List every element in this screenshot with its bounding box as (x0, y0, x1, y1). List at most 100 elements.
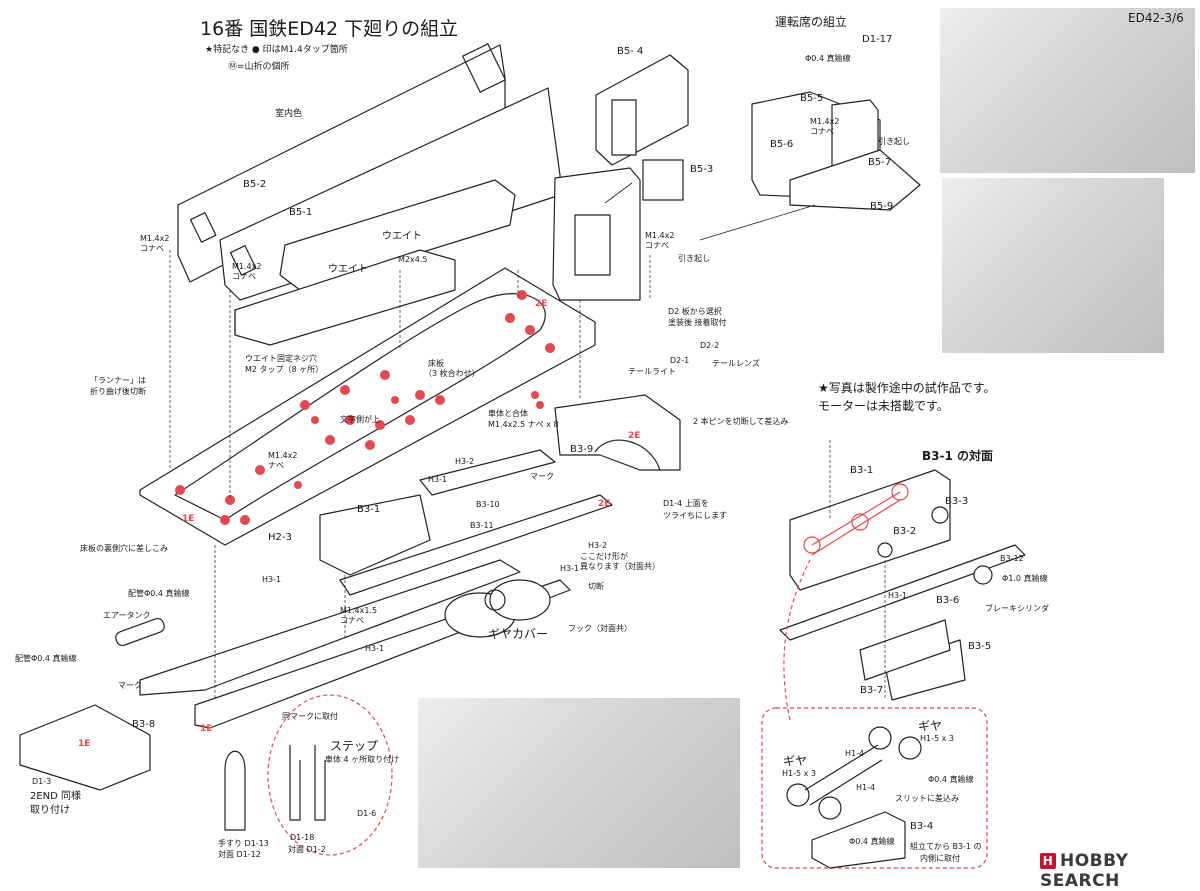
label-brake: ブレーキシリンダ (985, 604, 1049, 613)
label-m14-d: M1.4x2 (810, 117, 840, 126)
label-m14-c2: コナベ (645, 241, 669, 250)
label-h1-5-a: H1-5 x 3 (920, 734, 954, 743)
label-weight-2: ウエイト (328, 264, 368, 275)
label-h3-1-d: H3-1 (365, 644, 385, 653)
label-d1-4-note-1: D1-4 上面を (663, 499, 709, 508)
label-b3-7: B3-7 (860, 685, 884, 696)
label-b5-3: B5-3 (690, 164, 714, 175)
label-assemble-2: 内側に取付 (920, 854, 960, 863)
label-rail-1: 手すり D1-13 (218, 839, 269, 848)
label-pipe04-a: Φ0.4 真鍮線 (805, 54, 851, 63)
section-b31-heading: B3-1 の対面 (922, 449, 994, 463)
label-b5-4: B5- 4 (617, 46, 644, 57)
label-h1-4-a: H1-4 (845, 749, 865, 758)
label-b3-4: B3-4 (910, 821, 934, 832)
marker-2e-floor: 2E (535, 299, 548, 309)
label-b3-1-a: B3-1 (357, 504, 381, 515)
label-pipe10: Φ1.0 真鍮線 (1002, 574, 1048, 583)
label-airtank: エアータンク (103, 611, 151, 620)
main-floor-plate (139, 267, 596, 546)
label-d1-18-b: 対面 D1-2 (288, 845, 326, 854)
label-h3-2-b: H3-2 (588, 541, 608, 550)
label-gear-1: ギヤ (918, 719, 943, 733)
hobby-search-logo-icon: H (1040, 853, 1056, 869)
label-step-note: 車体 4 ヶ所取り付け (325, 755, 400, 764)
label-m14-a2: コナベ (140, 244, 164, 253)
label-runner-2: 折り曲げ後切断 (90, 387, 146, 396)
label-m14-e2: ナベ (268, 461, 284, 470)
label-taillens: テールレンズ (712, 359, 760, 368)
label-h2-3: H2-3 (268, 532, 292, 543)
marker-1e-floor: 1E (182, 514, 195, 524)
label-cut-note-1: ここだけ形が (580, 552, 628, 561)
label-b5-2: B5-2 (243, 179, 267, 190)
label-m1415: M1.4x1.5 (340, 606, 378, 615)
reverse-frame-h3-1 (779, 544, 1026, 641)
label-pipe04-c: 配管Φ0.4 真鍮線 (15, 654, 77, 663)
label-cut: 切断 (588, 582, 604, 591)
label-pipe04-b: 配管Φ0.4 真鍮線 (128, 589, 190, 598)
label-h1-5-b: H1-5 x 3 (782, 769, 816, 778)
label-h1-4-b: H1-4 (856, 783, 876, 792)
label-floor-slot: 床板の裏側穴に差しこみ (80, 544, 168, 553)
page-code: ED42-3/6 (1128, 11, 1184, 25)
label-floor-2: （3 枚合わせ） (424, 369, 480, 378)
label-h3-1-e: H3-1 (888, 591, 908, 600)
label-m14-a: M1.4x2 (140, 234, 170, 243)
label-d1-3: D1-3 (32, 777, 52, 786)
label-rail-2: 対面 D1-12 (218, 850, 261, 859)
label-gear-2: ギヤ (783, 754, 808, 768)
label-d2-1: D2-1 (670, 356, 690, 365)
label-body-join-1: 車体と合体 (488, 409, 528, 418)
label-b3-3: B3-3 (945, 496, 969, 507)
label-d1-18-a: D1-18 (290, 833, 315, 842)
label-runner-1: 「ランナー」は (90, 376, 146, 385)
label-b3-9: B3-9 (570, 444, 594, 455)
page-title: 16番 国鉄ED42 下廻りの組立 (200, 18, 459, 40)
label-d1-4-note-2: ツライちにします (663, 511, 727, 520)
label-m14-e: M1.4x2 (268, 451, 298, 460)
photo-note-line1: ★写真は製作途中の試作品です。 (818, 381, 996, 395)
end-plate-b3-8 (19, 704, 151, 791)
air-tank-shape (115, 617, 165, 647)
legend-fold-note: Ⓜ=山折の個所 (228, 62, 290, 72)
label-d2-note-2: 塗装後 接着取付 (668, 318, 727, 327)
label-gear-cover: ギヤカバー (488, 627, 549, 641)
label-pin-note: 2 本ピンを切断して差込み (693, 417, 789, 426)
label-mark-1: マーク (530, 472, 554, 481)
label-body-join-2: M1.4x2.5 ナベ x 8 (488, 420, 559, 429)
label-m14-b: M1.4x2 (232, 262, 262, 271)
label-h3-1-b: H3-1 (560, 564, 580, 573)
photo-frame-chassis (418, 698, 740, 868)
label-assemble-1: 組立てから B3-1 の (910, 842, 982, 851)
label-d1-6: D1-6 (357, 809, 377, 818)
label-weight-screw-1: ウエイト固定ネジ穴 (245, 354, 317, 363)
side-frame-h3-1-upper (419, 449, 556, 496)
label-pipe04-d: Φ0.4 真鍮線 (928, 775, 974, 784)
photo-frame-motor (942, 178, 1164, 353)
label-same-mark: 同マークに取付 (282, 712, 338, 721)
reverse-frame-b3-1 (789, 469, 951, 591)
label-interior-color: 室内色 (275, 109, 303, 119)
side-frame-b3-11 (339, 494, 613, 596)
label-b3-5: B3-5 (968, 641, 992, 652)
marker-2e-beam: 2E (628, 431, 641, 441)
weight-block-upper (279, 179, 516, 291)
label-b3-1-b: B3-1 (850, 465, 874, 476)
label-b3-6: B3-6 (936, 595, 960, 606)
label-b5-7: B5-7 (868, 157, 892, 168)
marker-1e-end: 1E (78, 739, 91, 749)
end-beam-b3-9 (554, 394, 681, 471)
label-hikiokoshi-2: 引き起し (878, 137, 910, 146)
label-slit: スリットに差込み (895, 794, 959, 803)
label-h3-1-c: H3-1 (262, 575, 282, 584)
label-m14-d2: コナベ (810, 127, 834, 136)
marker-2e-frame: 2E (598, 499, 611, 509)
label-floor-1: 床板 (428, 359, 444, 368)
label-d2-note-1: D2 板から選択 (668, 307, 722, 316)
label-b3-2: B3-2 (893, 526, 917, 537)
gear-detail-box (761, 707, 988, 869)
label-weight-1: ウエイト (382, 231, 422, 242)
